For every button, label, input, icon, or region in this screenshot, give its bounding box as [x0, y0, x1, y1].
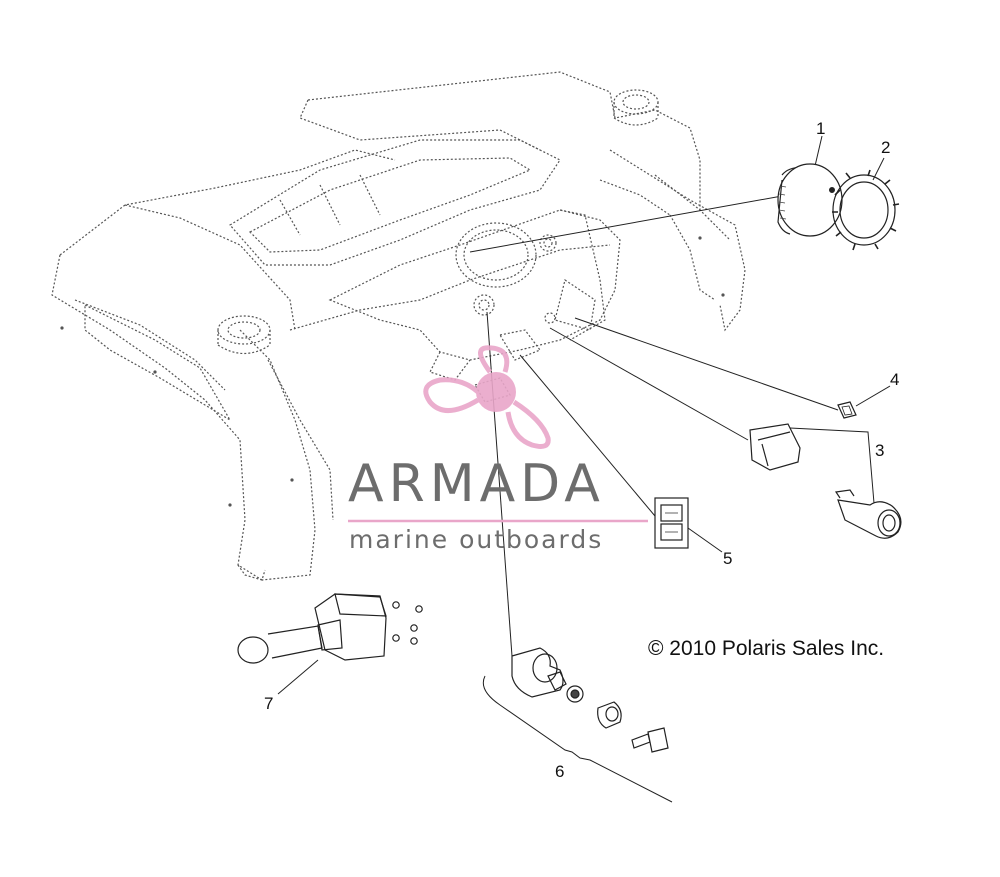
leader-part-3-bracket	[789, 427, 876, 516]
leader-part-7	[277, 659, 319, 695]
leader-part-5	[519, 354, 661, 523]
leader-part-4-callout	[855, 385, 891, 407]
callout-3: 3	[875, 441, 885, 460]
propeller-logo	[423, 345, 551, 449]
leader-part-3	[549, 327, 749, 441]
callout-2: 2	[881, 138, 891, 157]
callout-6: 6	[555, 762, 565, 781]
leader-part-5-callout	[687, 527, 723, 553]
part-2-retaining-ring	[832, 169, 900, 251]
watermark-title: ARMADA	[348, 454, 605, 514]
callout-7: 7	[264, 694, 274, 713]
leader-part-1-callout	[814, 135, 823, 167]
body-mounting-dots	[60, 236, 725, 507]
leader-part-6	[486, 311, 513, 657]
part-1-gauge	[777, 163, 843, 237]
leader-part-2-callout	[872, 157, 885, 181]
part-4-bezel	[837, 401, 857, 419]
leader-part-1	[469, 195, 783, 253]
leader-lines	[277, 135, 891, 803]
watermark-subtitle: marine outboards	[349, 525, 604, 554]
callout-5: 5	[723, 549, 733, 568]
callout-4: 4	[890, 370, 900, 389]
part-6-ignition-switch	[511, 647, 669, 753]
dashboard-body	[51, 71, 746, 581]
part-3-power-point	[749, 423, 902, 539]
leader-part-4	[574, 317, 839, 411]
callout-1: 1	[816, 119, 826, 138]
part-5-rocker-switch	[654, 497, 689, 549]
copyright-notice: © 2010 Polaris Sales Inc.	[648, 637, 885, 660]
part-6-brace	[482, 675, 673, 803]
part-7-joystick-switch	[237, 593, 423, 664]
